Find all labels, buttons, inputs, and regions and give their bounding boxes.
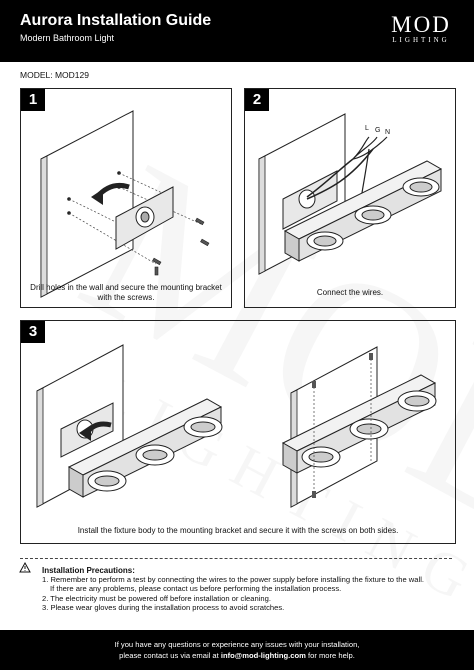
precaution-item: 3. Please wear gloves during the install… bbox=[42, 602, 285, 612]
support-email-link[interactable]: info@mod-lighting.com bbox=[220, 651, 306, 660]
footer-line1: If you have any questions or experience … bbox=[114, 640, 360, 649]
precaution-item: 2. The electricity must be powered off b… bbox=[42, 593, 271, 603]
footer-line2: please contact us via email at info@mod-… bbox=[0, 651, 474, 661]
wire-label-l: L bbox=[365, 125, 369, 132]
footer-bar: If you have any questions or experience … bbox=[0, 630, 474, 670]
step-2-panel: 2 L G N Connect the wires. bbox=[244, 88, 456, 308]
step-3-caption: Install the fixture body to the mounting… bbox=[77, 526, 399, 535]
precaution-item: If there are any problems, please contac… bbox=[50, 584, 342, 594]
page-title: Aurora Installation Guide bbox=[20, 12, 212, 29]
page-subtitle: Modern Bathroom Light bbox=[20, 33, 115, 43]
model-number: MODEL: MOD129 bbox=[20, 70, 89, 80]
header-bar: Aurora Installation Guide Modern Bathroo… bbox=[0, 0, 474, 62]
wire-label-n: N bbox=[385, 129, 391, 136]
step-1-illustration bbox=[40, 110, 210, 298]
step-3-illustration bbox=[36, 344, 437, 508]
step-1-caption-line2: with the screws. bbox=[97, 293, 155, 302]
step-1-caption-line1: Drill holes in the wall and secure the m… bbox=[30, 283, 222, 292]
logo-main-text: MOD bbox=[391, 12, 451, 37]
precaution-item: 1. Remember to perform a test by connect… bbox=[42, 575, 424, 584]
logo-sub-text: LIGHTING bbox=[392, 36, 450, 44]
step-number: 3 bbox=[21, 321, 45, 343]
step-2-caption: Connect the wires. bbox=[316, 288, 384, 297]
step-2-illustration bbox=[258, 113, 443, 275]
step-number: 2 bbox=[245, 89, 269, 111]
warning-icon bbox=[19, 561, 31, 573]
step-number: 1 bbox=[21, 89, 45, 111]
footer-line2-prefix: please contact us via email at bbox=[119, 651, 221, 660]
precautions-list: 1. Remember to perform a test by connect… bbox=[42, 575, 462, 612]
installation-precautions: Installation Precautions: 1. Remember to… bbox=[19, 558, 452, 617]
precautions-title: Installation Precautions: bbox=[42, 566, 135, 575]
wire-label-g: G bbox=[375, 127, 381, 134]
step-3-panel: 3 bbox=[20, 320, 456, 544]
brand-logo: MOD LIGHTING bbox=[386, 12, 456, 44]
footer-line2-suffix: for more help. bbox=[305, 651, 355, 660]
step-1-panel: 1 Drill holes in the wall and secure the… bbox=[20, 88, 232, 308]
